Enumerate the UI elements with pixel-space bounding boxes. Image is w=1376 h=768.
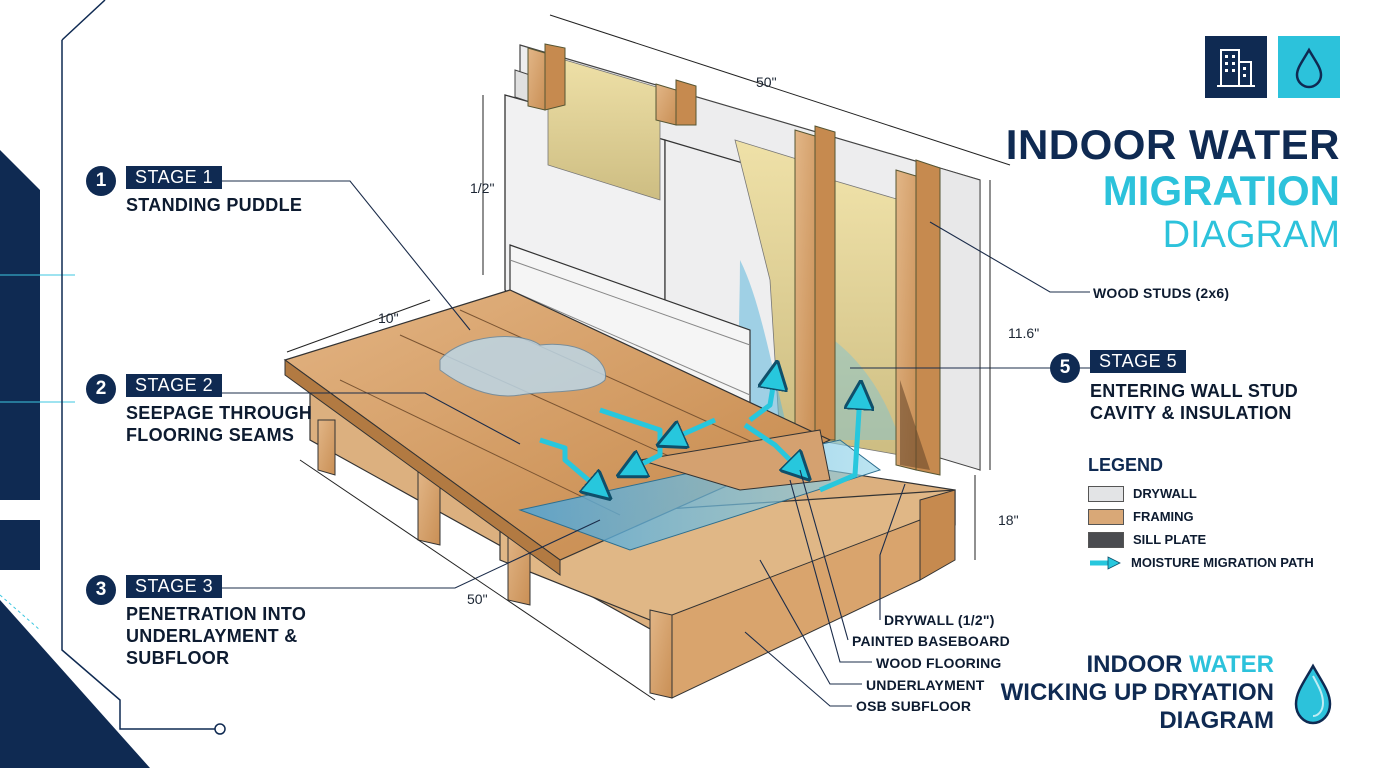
label-drywall: DRYWALL (1/2") [884,612,995,628]
dim-wall-height: 11.6" [1008,325,1040,341]
legend-item-sill-plate: SILL PLATE [1088,528,1314,551]
legend-swatch [1088,508,1124,525]
legend-label: MOISTURE MIGRATION PATH [1131,555,1314,570]
stage-tag: STAGE 3 [126,575,223,598]
left-decor [0,0,226,768]
stage-tag: STAGE 1 [126,166,223,189]
footer-line-3: DIAGRAM [1159,707,1274,734]
legend-label: FRAMING [1133,509,1194,524]
stage-desc-line: PENETRATION INTO [126,604,307,624]
dim-floor-depth: 10" [378,310,399,326]
stage-desc-line: CAVITY & INSULATION [1090,403,1292,423]
water-drop-icon [1278,36,1340,98]
stage-number-badge: 5 [1050,353,1080,383]
stage-desc-line: SEEPAGE THROUGH [126,403,313,423]
stage-desc-line: STANDING PUDDLE [126,195,303,215]
legend-swatch [1088,485,1124,502]
building-icon [1205,36,1267,98]
stage-desc-line: UNDERLAYMENT & [126,626,298,646]
title-line-3: DIAGRAM [1162,214,1340,256]
stage-tag: STAGE 2 [126,374,223,397]
label-painted-baseboard: PAINTED BASEBOARD [852,633,1010,649]
stage-desc-line: ENTERING WALL STUD [1090,381,1299,401]
legend-item-moisture-path: MOISTURE MIGRATION PATH [1088,551,1314,574]
legend: LEGEND DRYWALL FRAMING SILL PLATE MOISTU… [1088,455,1314,574]
water-drop-icon [1290,662,1336,733]
stage-desc-line: FLOORING SEAMS [126,425,295,445]
footer-highlight: WATER [1189,651,1274,678]
legend-label: SILL PLATE [1133,532,1207,547]
arrow-right-icon [1090,555,1121,570]
legend-title: LEGEND [1088,455,1164,475]
dim-top-width: 50" [756,74,777,90]
legend-label: DRYWALL [1133,486,1197,501]
footer-line-2: WICKING UP DRYATION [1000,679,1274,706]
stage-number-badge: 3 [86,575,116,605]
legend-swatch [1088,531,1124,548]
footer-text: INDOOR [1086,651,1190,678]
stage-description: SEEPAGE THROUGH FLOORING SEAMS [126,402,312,446]
label-wood-flooring: WOOD FLOORING [876,655,1002,671]
dim-sill: 18" [998,512,1019,528]
stage-tag: STAGE 5 [1090,350,1187,373]
moisture-arrows [539,375,860,490]
title-line-2: MIGRATION [1102,167,1340,214]
label-wood-studs: WOOD STUDS (2x6) [1093,285,1230,301]
stage-description: ENTERING WALL STUD CAVITY & INSULATION [1090,380,1298,424]
dim-drywall-thickness: 1/2" [470,180,495,196]
label-underlayment: UNDERLAYMENT [866,677,985,693]
dim-front-width: 50" [467,591,488,607]
stage-number-badge: 1 [86,166,116,196]
legend-item-drywall: DRYWALL [1088,482,1314,505]
stage-description: PENETRATION INTO UNDERLAYMENT & SUBFLOOR [126,603,306,669]
title-line-1: INDOOR WATER [1005,121,1340,168]
footer-title: INDOOR WATER WICKING UP DRYATION DIAGRAM [1001,651,1274,735]
legend-item-framing: FRAMING [1088,505,1314,528]
diagram-title: INDOOR WATER MIGRATION DIAGRAM [1005,121,1340,257]
stage-number-badge: 2 [86,374,116,404]
stage-desc-line: SUBFLOOR [126,648,230,668]
footer-line-1: INDOOR WATER [1001,651,1274,679]
label-osb-subfloor: OSB SUBFLOOR [856,698,972,714]
dimension-lines [286,14,1011,701]
stage-description: STANDING PUDDLE [126,194,302,216]
